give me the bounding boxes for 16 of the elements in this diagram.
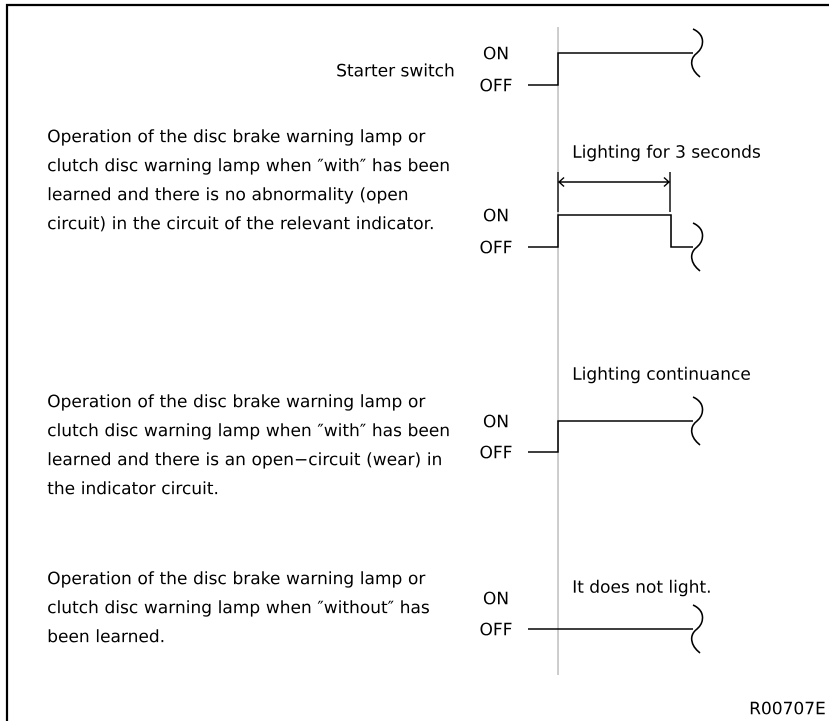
state-label: OFF — [480, 622, 512, 636]
description-text: Operation of the disc brake warning lamp or clutch disc warning lamp when ″with″ has been learned and there is no abnormality (open circuit) in the circuit of the relevant indicator. — [48, 129, 449, 232]
state-label: ON — [484, 592, 508, 604]
description-text: Operation of the disc brake warning lamp or clutch disc warning lamp when ″without″ has been learned. — [48, 571, 429, 642]
state-label: ON — [484, 46, 508, 60]
description-text: Starter switch — [337, 63, 454, 77]
state-label: OFF — [480, 78, 512, 92]
description-text: Operation of the disc brake warning lamp or clutch disc warning lamp when ″with″ has been learned and there is an open−circuit (wear) in the indicator circuit. — [48, 394, 449, 494]
timing-label: Lighting for 3 seconds — [574, 144, 760, 162]
state-label: OFF — [480, 240, 512, 254]
timing-label: It does not light. — [574, 580, 710, 596]
state-label: ON — [484, 414, 508, 428]
state-label: ON — [484, 208, 508, 222]
timing-label: Lighting continuance — [574, 366, 750, 384]
figure-code: R00707E — [750, 702, 825, 714]
state-label: OFF — [480, 446, 512, 458]
